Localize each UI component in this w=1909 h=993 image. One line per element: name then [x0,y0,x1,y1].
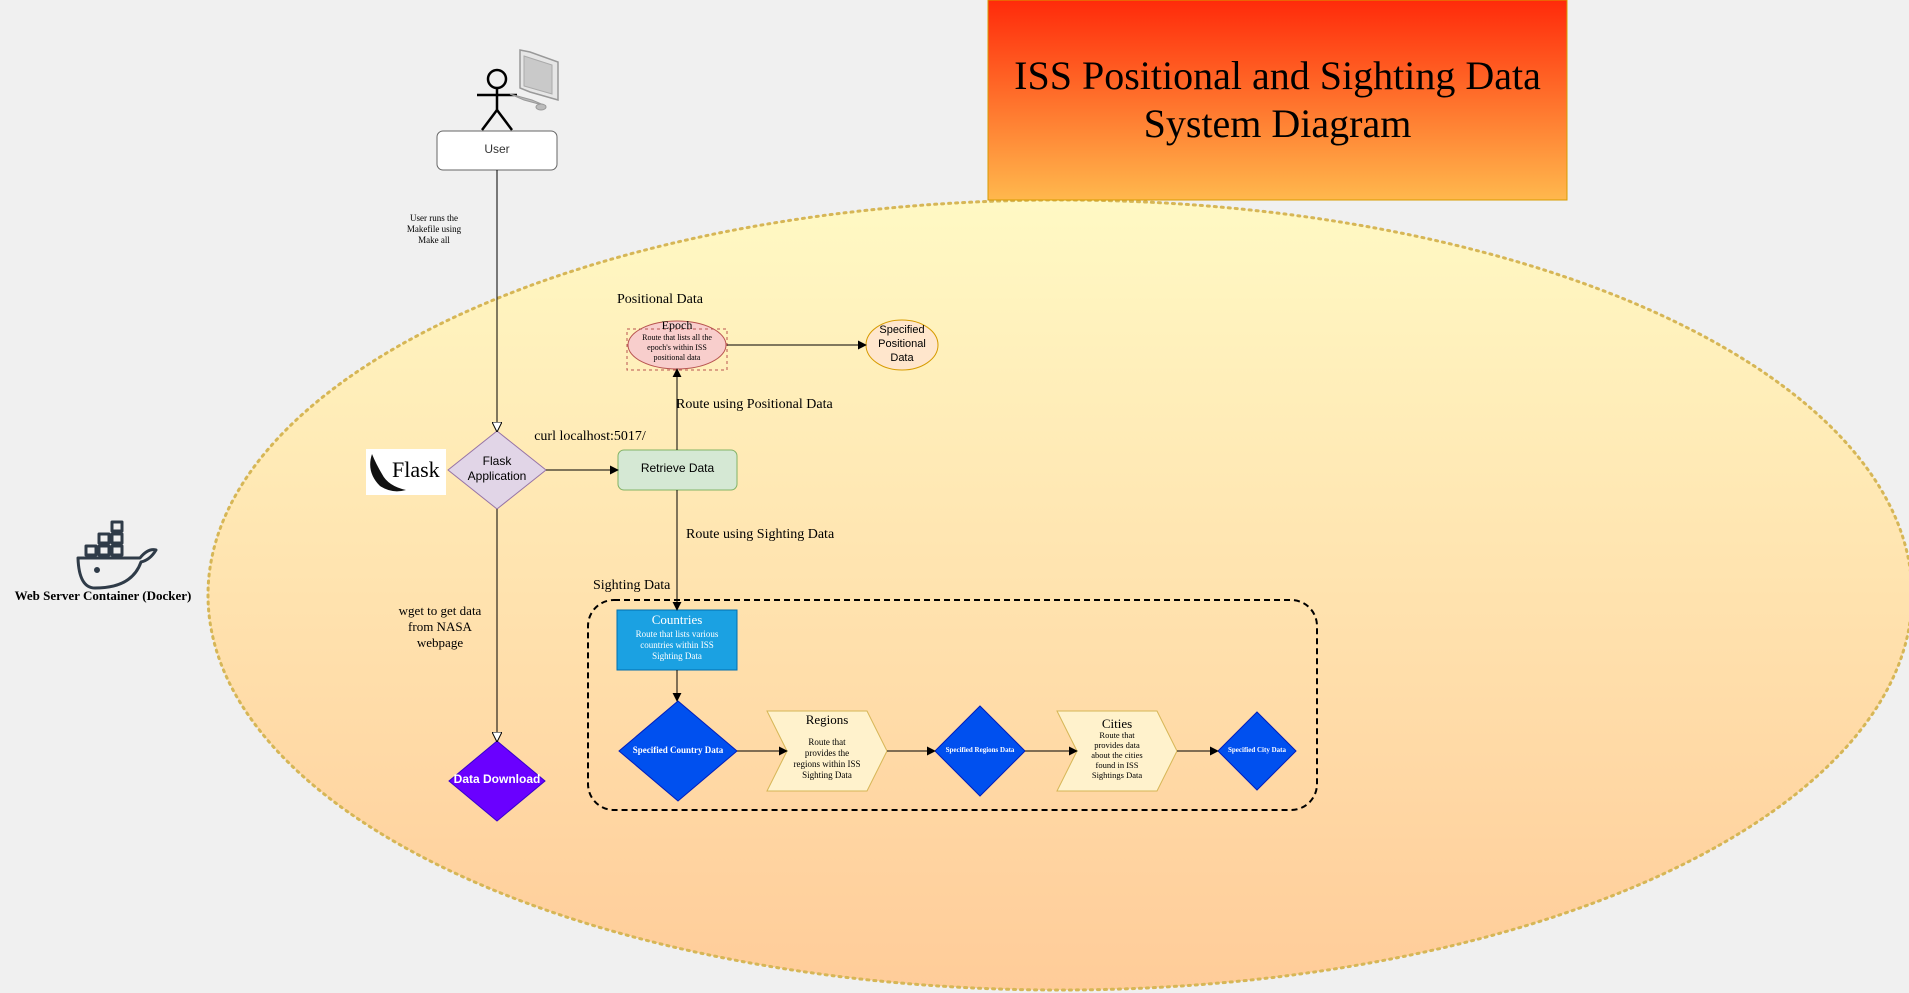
edge-label-sighting-route: Route using Sighting Data [686,527,835,542]
computer-icon [509,49,559,111]
user-figure-icon [477,68,517,131]
page-title: ISS Positional and Sighting Data System … [1014,53,1541,146]
flask-logo-text: Flask [392,457,440,482]
cities-title: Cities [1101,716,1133,731]
epoch-selection-box [626,328,728,371]
cities-description: Route that provides data about the citie… [1091,730,1143,780]
data-download-label: Data Download [453,772,541,786]
specified-country-node [618,700,738,802]
specified-city-label: Specified City Data [1228,746,1286,754]
edge-label-positional-route: Route using Positional Data [676,397,833,412]
epoch-title: Epoch [661,318,693,332]
retrieve-data-label: Retrieve Data [640,461,715,475]
edge-label-wget: wget to get data from NASA webpage [398,603,482,650]
data-download-node [448,740,546,822]
edges [497,170,1219,756]
sighting-group-label: Sighting Data [593,578,671,593]
docker-label: Web Server Container (Docker) [14,588,192,603]
flask-application-label: Flask Application [467,454,527,483]
docker-icon [76,520,158,590]
specified-regions-node [934,705,1026,797]
specified-city-node [1217,711,1297,791]
countries-description: Route that lists various countries withi… [635,629,719,661]
regions-title: Regions [805,712,849,727]
docker-container-boundary [206,198,1909,992]
sighting-data-group [587,599,1318,811]
countries-title: Countries [651,612,703,627]
edge-label-curl: curl localhost:5017/ [534,429,646,444]
positional-group-label: Positional Data [617,292,703,307]
edge-label-makefile: User runs the Makefile using Make all [406,213,462,245]
specified-country-label: Specified Country Data [632,745,724,755]
flask-horn-icon [370,454,406,492]
regions-description: Route that provides the regions within I… [793,737,861,780]
specified-positional-label: Specified Positional Data [878,324,926,364]
specified-regions-label: Specified Regions Data [945,746,1015,754]
user-label: User [484,142,510,156]
title-box [987,0,1568,201]
epoch-description: Route that lists all the epoch's within … [642,333,712,362]
